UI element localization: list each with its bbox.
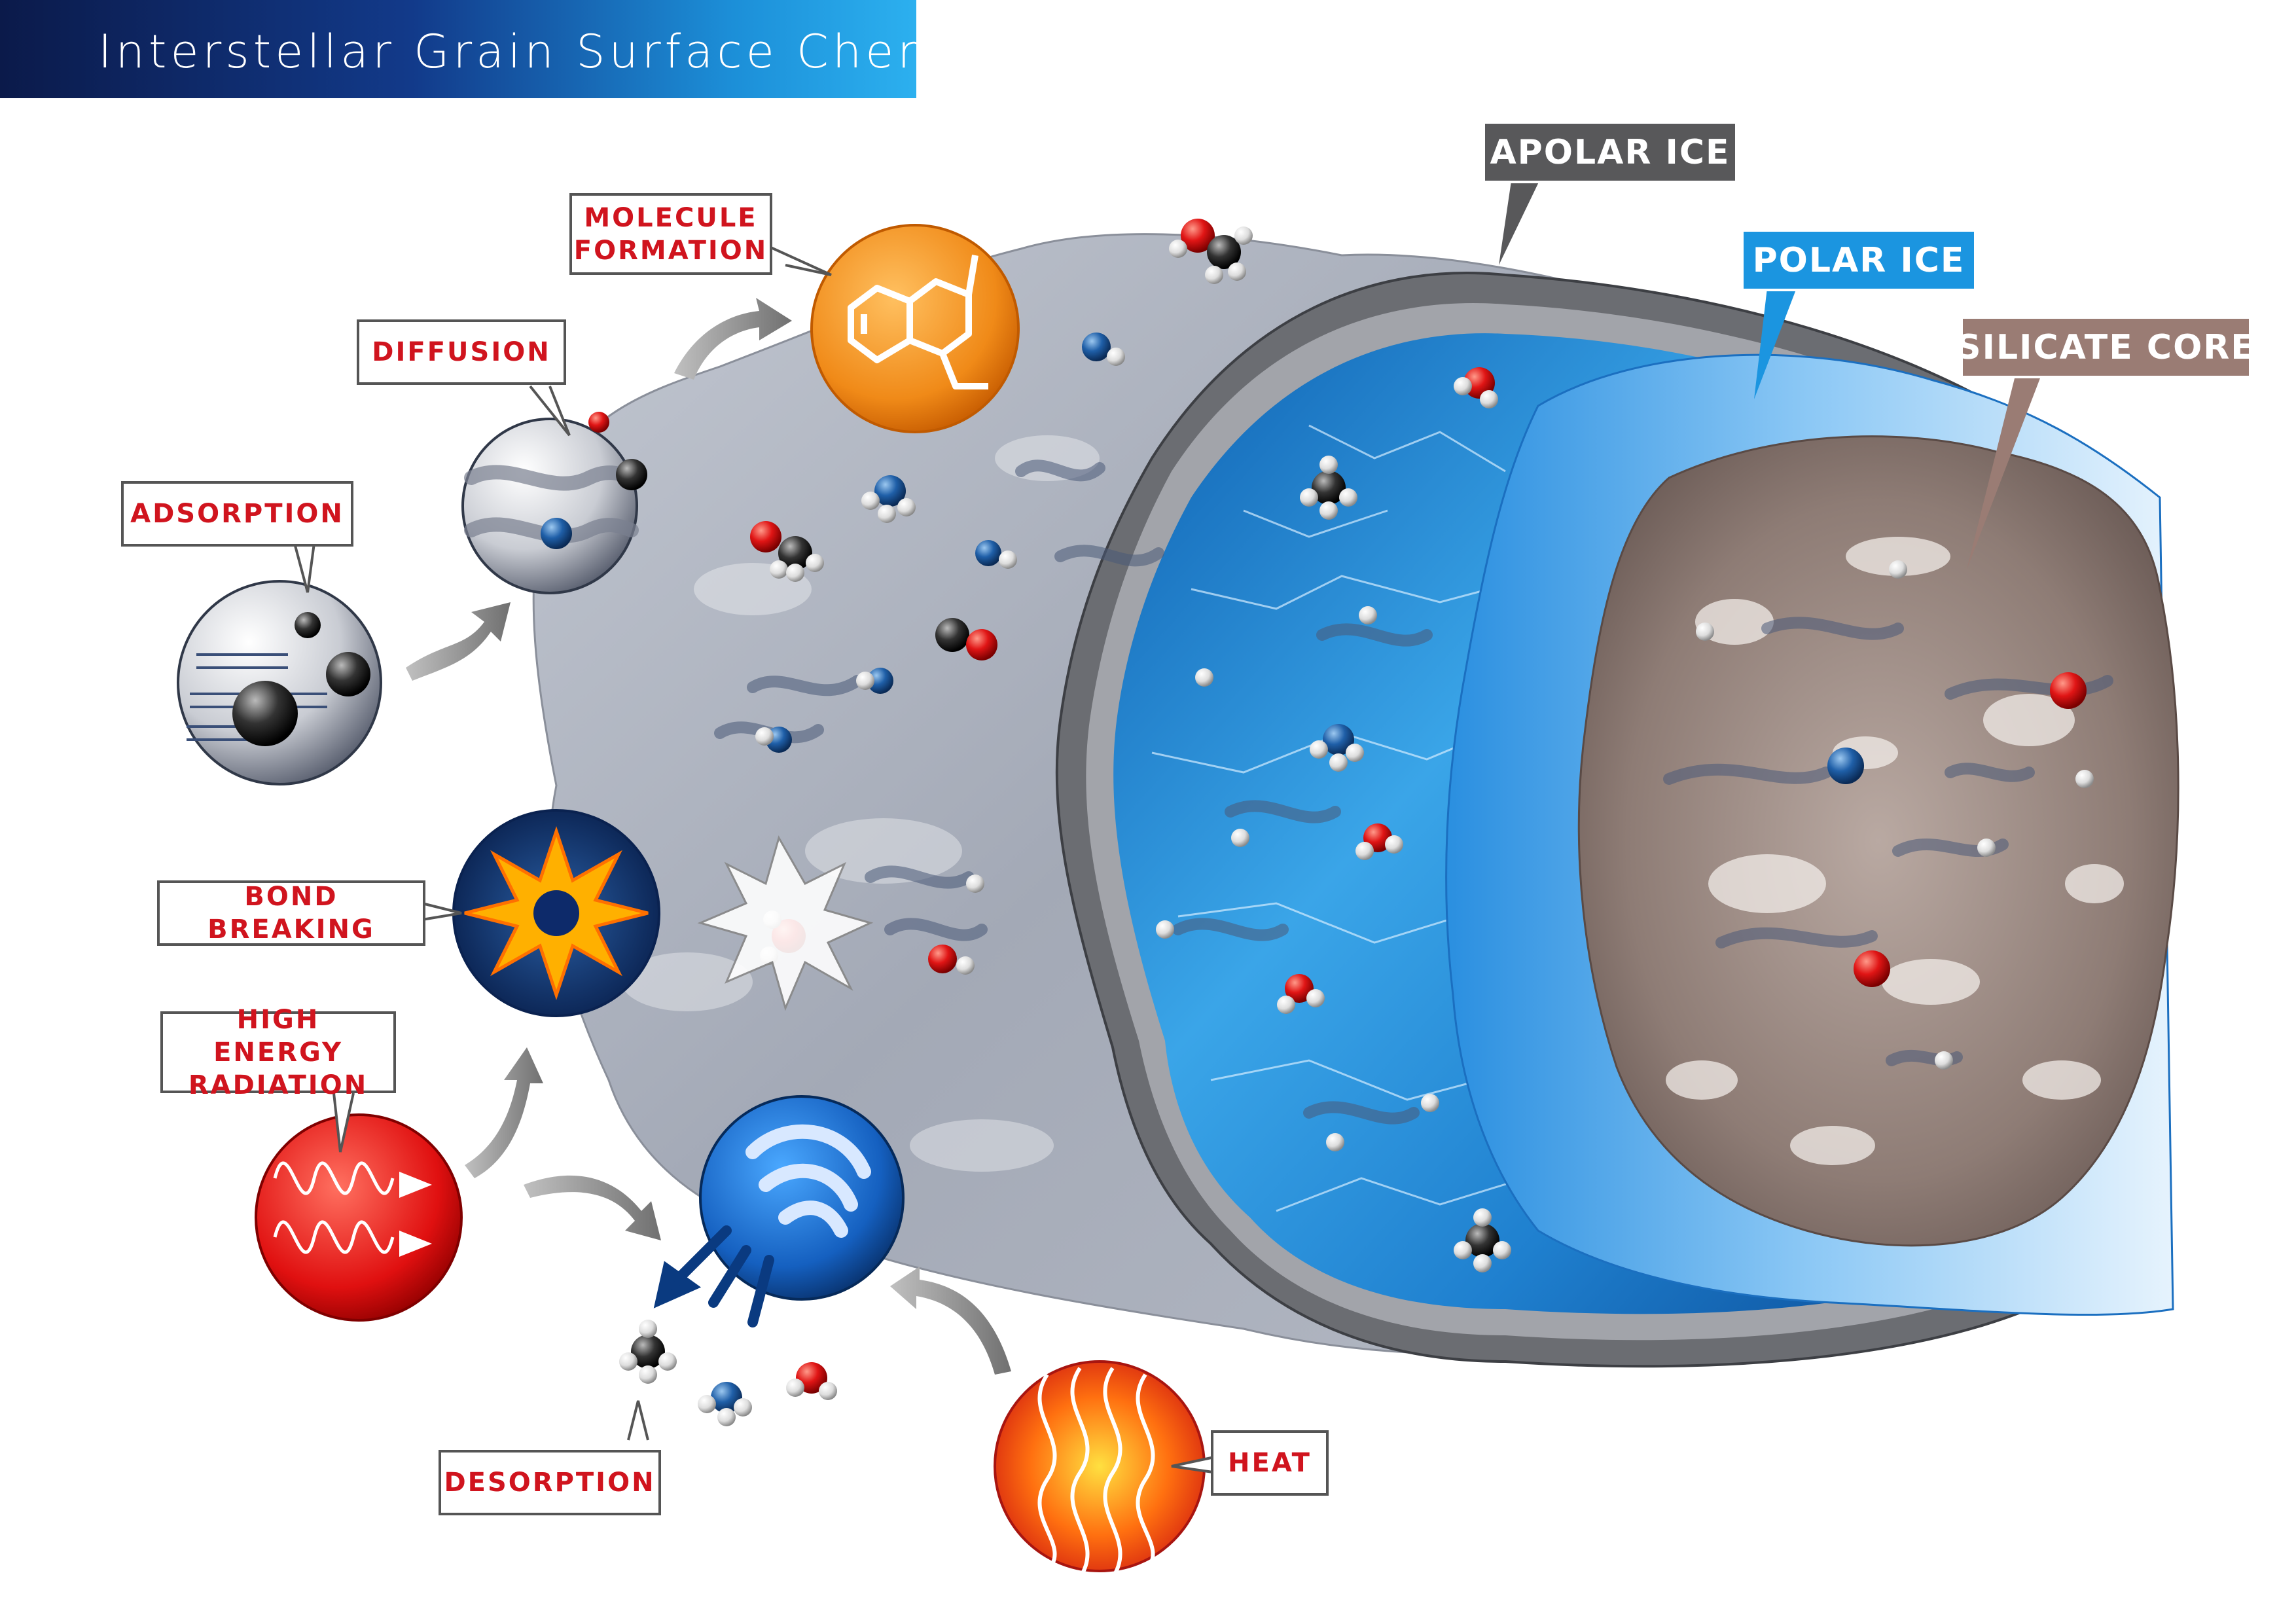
desorption-arrows-icon [653,1225,774,1327]
title-banner: Interstellar Grain Surface Chemistry [0,0,1062,98]
molecule-nh-mid [975,540,1017,569]
molecule-o-core-1 [2050,672,2087,709]
tag-apolar-ice: APOLAR ICE [1482,121,1738,183]
molecule-nh-left-1 [856,668,893,694]
diffusion-icon [461,418,638,594]
molecule-water-ice-2 [1355,823,1403,860]
tag-polar-ice: POLAR ICE [1741,229,1977,291]
label-molecule-formation-text: MOLECULE FORMATION [573,202,768,266]
molecule-o-core-2 [1854,950,1890,987]
molecule-h-core-4 [1977,839,1996,857]
molecule-n-core [1827,748,1864,784]
molecule-nh-top [1082,333,1125,366]
arrow-heat-to-desorption [890,1267,1011,1375]
label-adsorption-text: ADSORPTION [130,499,344,529]
molecule-h-core-3 [2075,770,2094,788]
molecule-formation-icon [810,224,1020,433]
core-texture [1666,537,2124,1165]
tag-apolar-ice-text: APOLAR ICE [1490,132,1731,172]
label-heat-text: HEAT [1228,1448,1312,1478]
label-bond-breaking-text: BOND BREAKING [207,882,375,945]
molecule-ammonia-desorbed [698,1382,752,1426]
radiation-wave-icon [273,1161,395,1254]
molecule-h-ice-2 [1195,668,1213,687]
swirl-icon [745,1124,871,1238]
molecule-h-core-1 [1889,560,1907,579]
label-adsorption: ADSORPTION [121,481,353,547]
molecule-h-ice-5 [1421,1094,1439,1112]
heat-wave-icon [1037,1367,1155,1579]
hexagon-ring-icon [848,255,988,389]
molecule-ammonia-left [861,475,916,523]
adsorption-icon [177,580,382,785]
molecule-water-desorbed [786,1362,837,1400]
tag-silicate-core-text: SILICATE CORE [1956,327,2255,367]
arrow-radiation-to-desorption [524,1175,661,1240]
molecule-formaldehyde-top [1169,219,1253,284]
molecule-methanol-left [750,521,824,582]
label-diffusion-text: DIFFUSION [372,337,551,367]
label-desorption-text: DESORPTION [444,1468,656,1498]
molecule-ammonia-ice [1310,724,1364,772]
tag-polar-ice-text: POLAR ICE [1752,240,1965,280]
bond-break-star [697,835,874,1011]
arrow-radiation-to-bond [465,1047,543,1178]
molecule-h-ice-4 [1156,920,1174,939]
molecule-h-core-5 [1935,1051,1953,1070]
molecule-methane-ice [1300,456,1357,520]
molecule-water-ice-1 [1454,367,1498,408]
molecule-water-mid [928,945,975,975]
label-diffusion: DIFFUSION [357,319,566,385]
molecule-h-mid [966,875,984,893]
label-molecule-formation: MOLECULE FORMATION [569,193,772,275]
molecule-nh-left-2 [755,727,792,753]
flow-arrows [406,298,1011,1375]
label-desorption: DESORPTION [439,1450,661,1515]
radiation-icon [255,1113,463,1322]
molecules [619,219,2094,1426]
page-title: Interstellar Grain Surface Chemistry [98,25,1067,79]
label-high-energy-radiation-text: HIGH ENERGY RADIATION [188,1004,368,1100]
tag-silicate-core: SILICATE CORE [1956,316,2254,378]
callout-pointers [293,241,1218,1474]
molecule-h-ice-6 [1326,1133,1344,1151]
molecule-h-ice-1 [1359,606,1377,624]
arrow-diffusion-to-formation [674,298,792,380]
molecule-methane-ice-bottom [1454,1208,1511,1272]
label-high-energy-radiation: HIGH ENERGY RADIATION [160,1005,396,1100]
label-heat: HEAT [1211,1430,1329,1496]
molecule-h-core-2 [1696,623,1714,641]
molecule-co-left [935,618,997,660]
label-bond-breaking: BOND BREAKING [157,880,425,946]
molecule-h-ice-3 [1231,829,1249,847]
molecule-water-ice-3 [1277,974,1325,1014]
molecule-methane-desorbed [619,1320,677,1384]
arrow-adsorption-to-diffusion [406,602,511,681]
